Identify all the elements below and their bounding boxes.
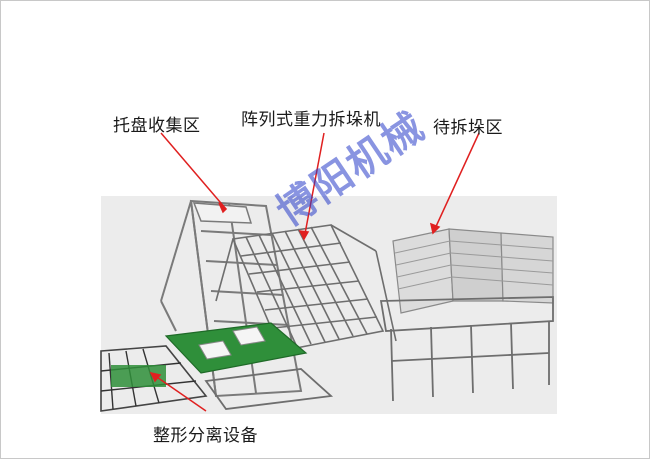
render-background bbox=[101, 196, 557, 414]
label-pallet-collection-area: 托盘收集区 bbox=[113, 116, 201, 136]
shaping-separation-conveyor bbox=[100, 322, 334, 412]
leader-waiting-area bbox=[432, 132, 480, 234]
leader-lines bbox=[149, 132, 480, 412]
pallet-stack-top bbox=[192, 202, 253, 224]
leader-pallet-collection bbox=[160, 132, 227, 210]
leader-shaping-device bbox=[150, 372, 207, 412]
array-gravity-destacker-frame bbox=[215, 224, 397, 352]
label-waiting-destack-area: 待拆垛区 bbox=[433, 118, 503, 138]
waiting-destack-conveyor bbox=[379, 296, 554, 402]
label-array-gravity-destacker: 阵列式重力拆垛机 bbox=[241, 110, 381, 130]
label-shaping-separation-device: 整形分离设备 bbox=[153, 426, 258, 446]
waiting-destack-stacks bbox=[392, 228, 554, 314]
leader-destacker bbox=[303, 132, 325, 240]
